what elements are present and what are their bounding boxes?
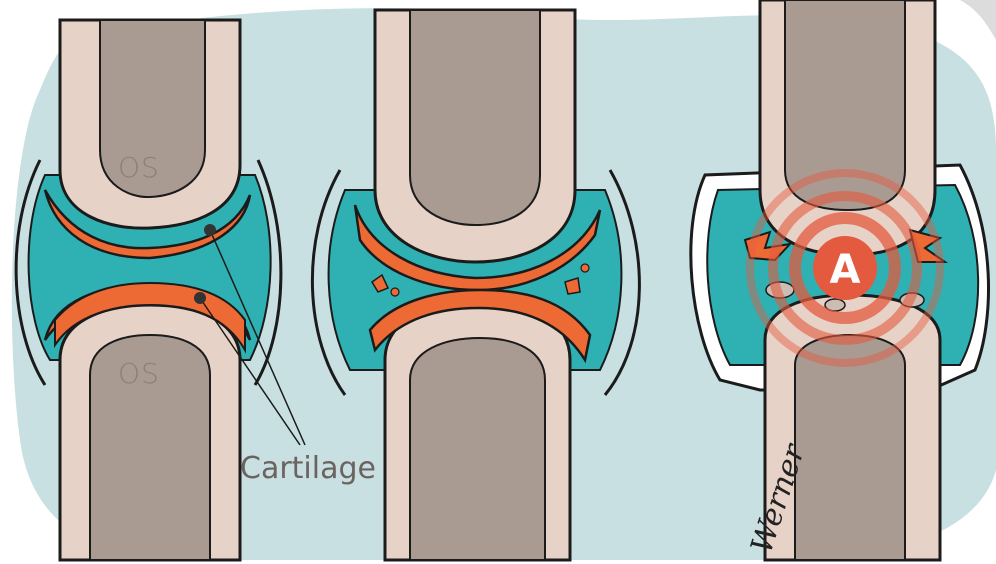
cartilage-marker-upper (204, 224, 216, 236)
cartilage-fragment (581, 264, 589, 272)
corner-swoosh (960, 0, 996, 40)
cartilage-marker-lower (194, 292, 206, 304)
bone-label-lower: OS (118, 357, 160, 390)
cartilage-fragment (391, 288, 399, 296)
cartilage-label: Cartilage (240, 451, 376, 486)
badge-letter: A (830, 247, 861, 293)
lower-bone-inner (795, 335, 905, 560)
lower-bone-inner (410, 338, 545, 560)
bone-label-upper: OS (118, 151, 160, 184)
upper-bone-inner (410, 10, 540, 225)
